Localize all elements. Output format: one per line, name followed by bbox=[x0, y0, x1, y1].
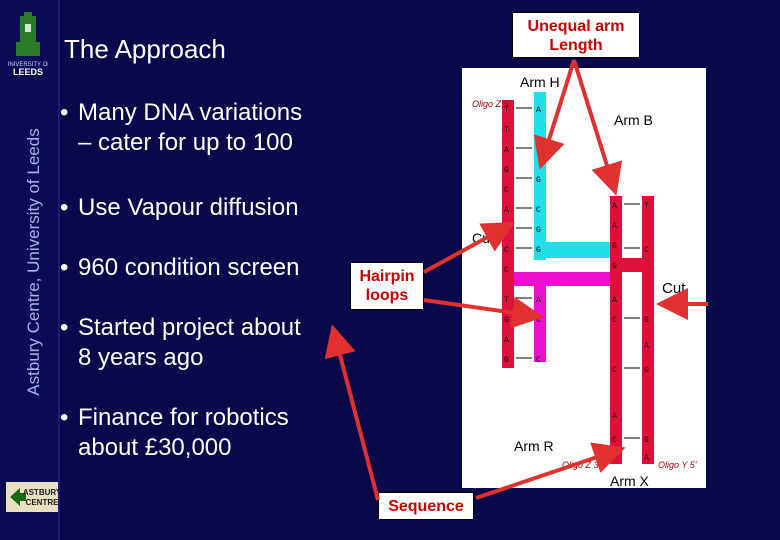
svg-text:A: A bbox=[612, 202, 617, 211]
bullet-icon: • bbox=[60, 99, 69, 126]
bullet-dna-variations: • Many DNA variations – cater for up to 1… bbox=[60, 98, 302, 158]
svg-text:G: G bbox=[504, 316, 509, 325]
svg-text:A: A bbox=[644, 454, 649, 463]
svg-text:T: T bbox=[504, 106, 509, 115]
svg-text:C: C bbox=[504, 266, 509, 275]
unequal-arm-callout: Unequal arm Length bbox=[512, 12, 640, 58]
svg-text:ASTBURY: ASTBURY bbox=[23, 488, 60, 497]
cut-right-label: Cut bbox=[662, 280, 686, 297]
svg-text:C: C bbox=[536, 356, 541, 365]
svg-text:C: C bbox=[612, 366, 617, 375]
svg-text:G: G bbox=[536, 176, 541, 185]
bullet-condition-screen: • 960 condition screen bbox=[60, 253, 299, 283]
bullet-text: – cater for up to 100 bbox=[78, 129, 293, 156]
hairpin-loops-callout: Hairpin loops bbox=[350, 262, 424, 310]
svg-text:C: C bbox=[536, 206, 541, 215]
svg-text:G: G bbox=[504, 166, 509, 175]
svg-text:G: G bbox=[536, 226, 541, 235]
svg-text:LEEDS: LEEDS bbox=[13, 67, 43, 76]
bullet-started-project: • Started project about 8 years ago bbox=[60, 313, 301, 373]
svg-text:C: C bbox=[644, 246, 649, 255]
svg-text:T: T bbox=[504, 296, 509, 305]
bullet-text: Started project about bbox=[78, 314, 301, 341]
svg-text:C: C bbox=[504, 246, 509, 255]
astbury-centre-logo: ASTBURY CENTRE bbox=[6, 482, 60, 512]
bullet-icon: • bbox=[60, 314, 69, 341]
arm-x-label: Arm X bbox=[610, 473, 649, 489]
sequence-callout: Sequence bbox=[378, 492, 474, 520]
bullet-text: Finance for robotics bbox=[78, 404, 289, 431]
svg-text:G: G bbox=[612, 262, 617, 271]
bullet-finance-robotics: • Finance for robotics about £30,000 bbox=[60, 403, 289, 463]
arm-r-label: Arm R bbox=[514, 438, 554, 454]
bullet-text: about £30,000 bbox=[78, 434, 232, 461]
svg-text:A: A bbox=[504, 146, 509, 155]
svg-text:UNIVERSITY OF: UNIVERSITY OF bbox=[8, 62, 48, 68]
bullet-text: Many DNA variations bbox=[78, 99, 303, 126]
svg-text:G: G bbox=[612, 242, 617, 251]
svg-text:A: A bbox=[504, 206, 509, 215]
svg-text:G: G bbox=[644, 316, 649, 325]
university-of-leeds-logo: UNIVERSITY OF LEEDS bbox=[8, 12, 48, 76]
bullet-icon: • bbox=[60, 254, 69, 281]
bullet-icon: • bbox=[60, 194, 69, 221]
svg-text:G: G bbox=[644, 366, 649, 375]
cut-left-label: Cut bbox=[472, 230, 494, 246]
oligo-z3-label: Oligo Z 3' bbox=[562, 460, 601, 470]
svg-text:A: A bbox=[536, 296, 541, 305]
sidebar: UNIVERSITY OF LEEDS Astbury Centre, Univ… bbox=[0, 0, 60, 540]
svg-text:A: A bbox=[612, 222, 617, 231]
bullet-text: Use Vapour diffusion bbox=[78, 194, 299, 221]
svg-text:A: A bbox=[536, 106, 541, 115]
arrow-sequence-to-bullets bbox=[324, 324, 380, 501]
svg-text:C: C bbox=[536, 316, 541, 325]
svg-text:C: C bbox=[612, 316, 617, 325]
svg-text:C: C bbox=[536, 146, 541, 155]
bullet-vapour-diffusion: • Use Vapour diffusion bbox=[60, 193, 299, 223]
svg-text:A: A bbox=[612, 296, 617, 305]
arm-b-label: Arm B bbox=[614, 112, 653, 128]
bullet-text: 960 condition screen bbox=[78, 254, 300, 281]
bullet-text: 8 years ago bbox=[78, 344, 204, 371]
svg-text:A: A bbox=[644, 342, 649, 351]
sidebar-divider bbox=[58, 0, 60, 540]
svg-text:G: G bbox=[536, 246, 541, 255]
svg-text:G: G bbox=[644, 436, 649, 445]
oligo-y5-label: Oligo Y 5' bbox=[658, 460, 697, 470]
svg-text:T: T bbox=[504, 126, 509, 135]
svg-text:A: A bbox=[504, 336, 509, 345]
slide-title: The Approach bbox=[64, 34, 226, 64]
svg-text:G: G bbox=[504, 226, 509, 235]
svg-text:CENTRE: CENTRE bbox=[26, 498, 60, 507]
svg-text:C: C bbox=[504, 186, 509, 195]
svg-text:C: C bbox=[612, 436, 617, 445]
svg-text:A: A bbox=[612, 412, 617, 421]
bullet-icon: • bbox=[60, 404, 69, 431]
svg-text:G: G bbox=[504, 356, 509, 365]
oligo-z5-label: Oligo Z 5' bbox=[472, 99, 511, 109]
sidebar-vertical-text: Astbury Centre, University of Leeds bbox=[24, 128, 43, 396]
arm-h-label: Arm H bbox=[520, 74, 560, 90]
svg-text:T: T bbox=[644, 202, 649, 211]
